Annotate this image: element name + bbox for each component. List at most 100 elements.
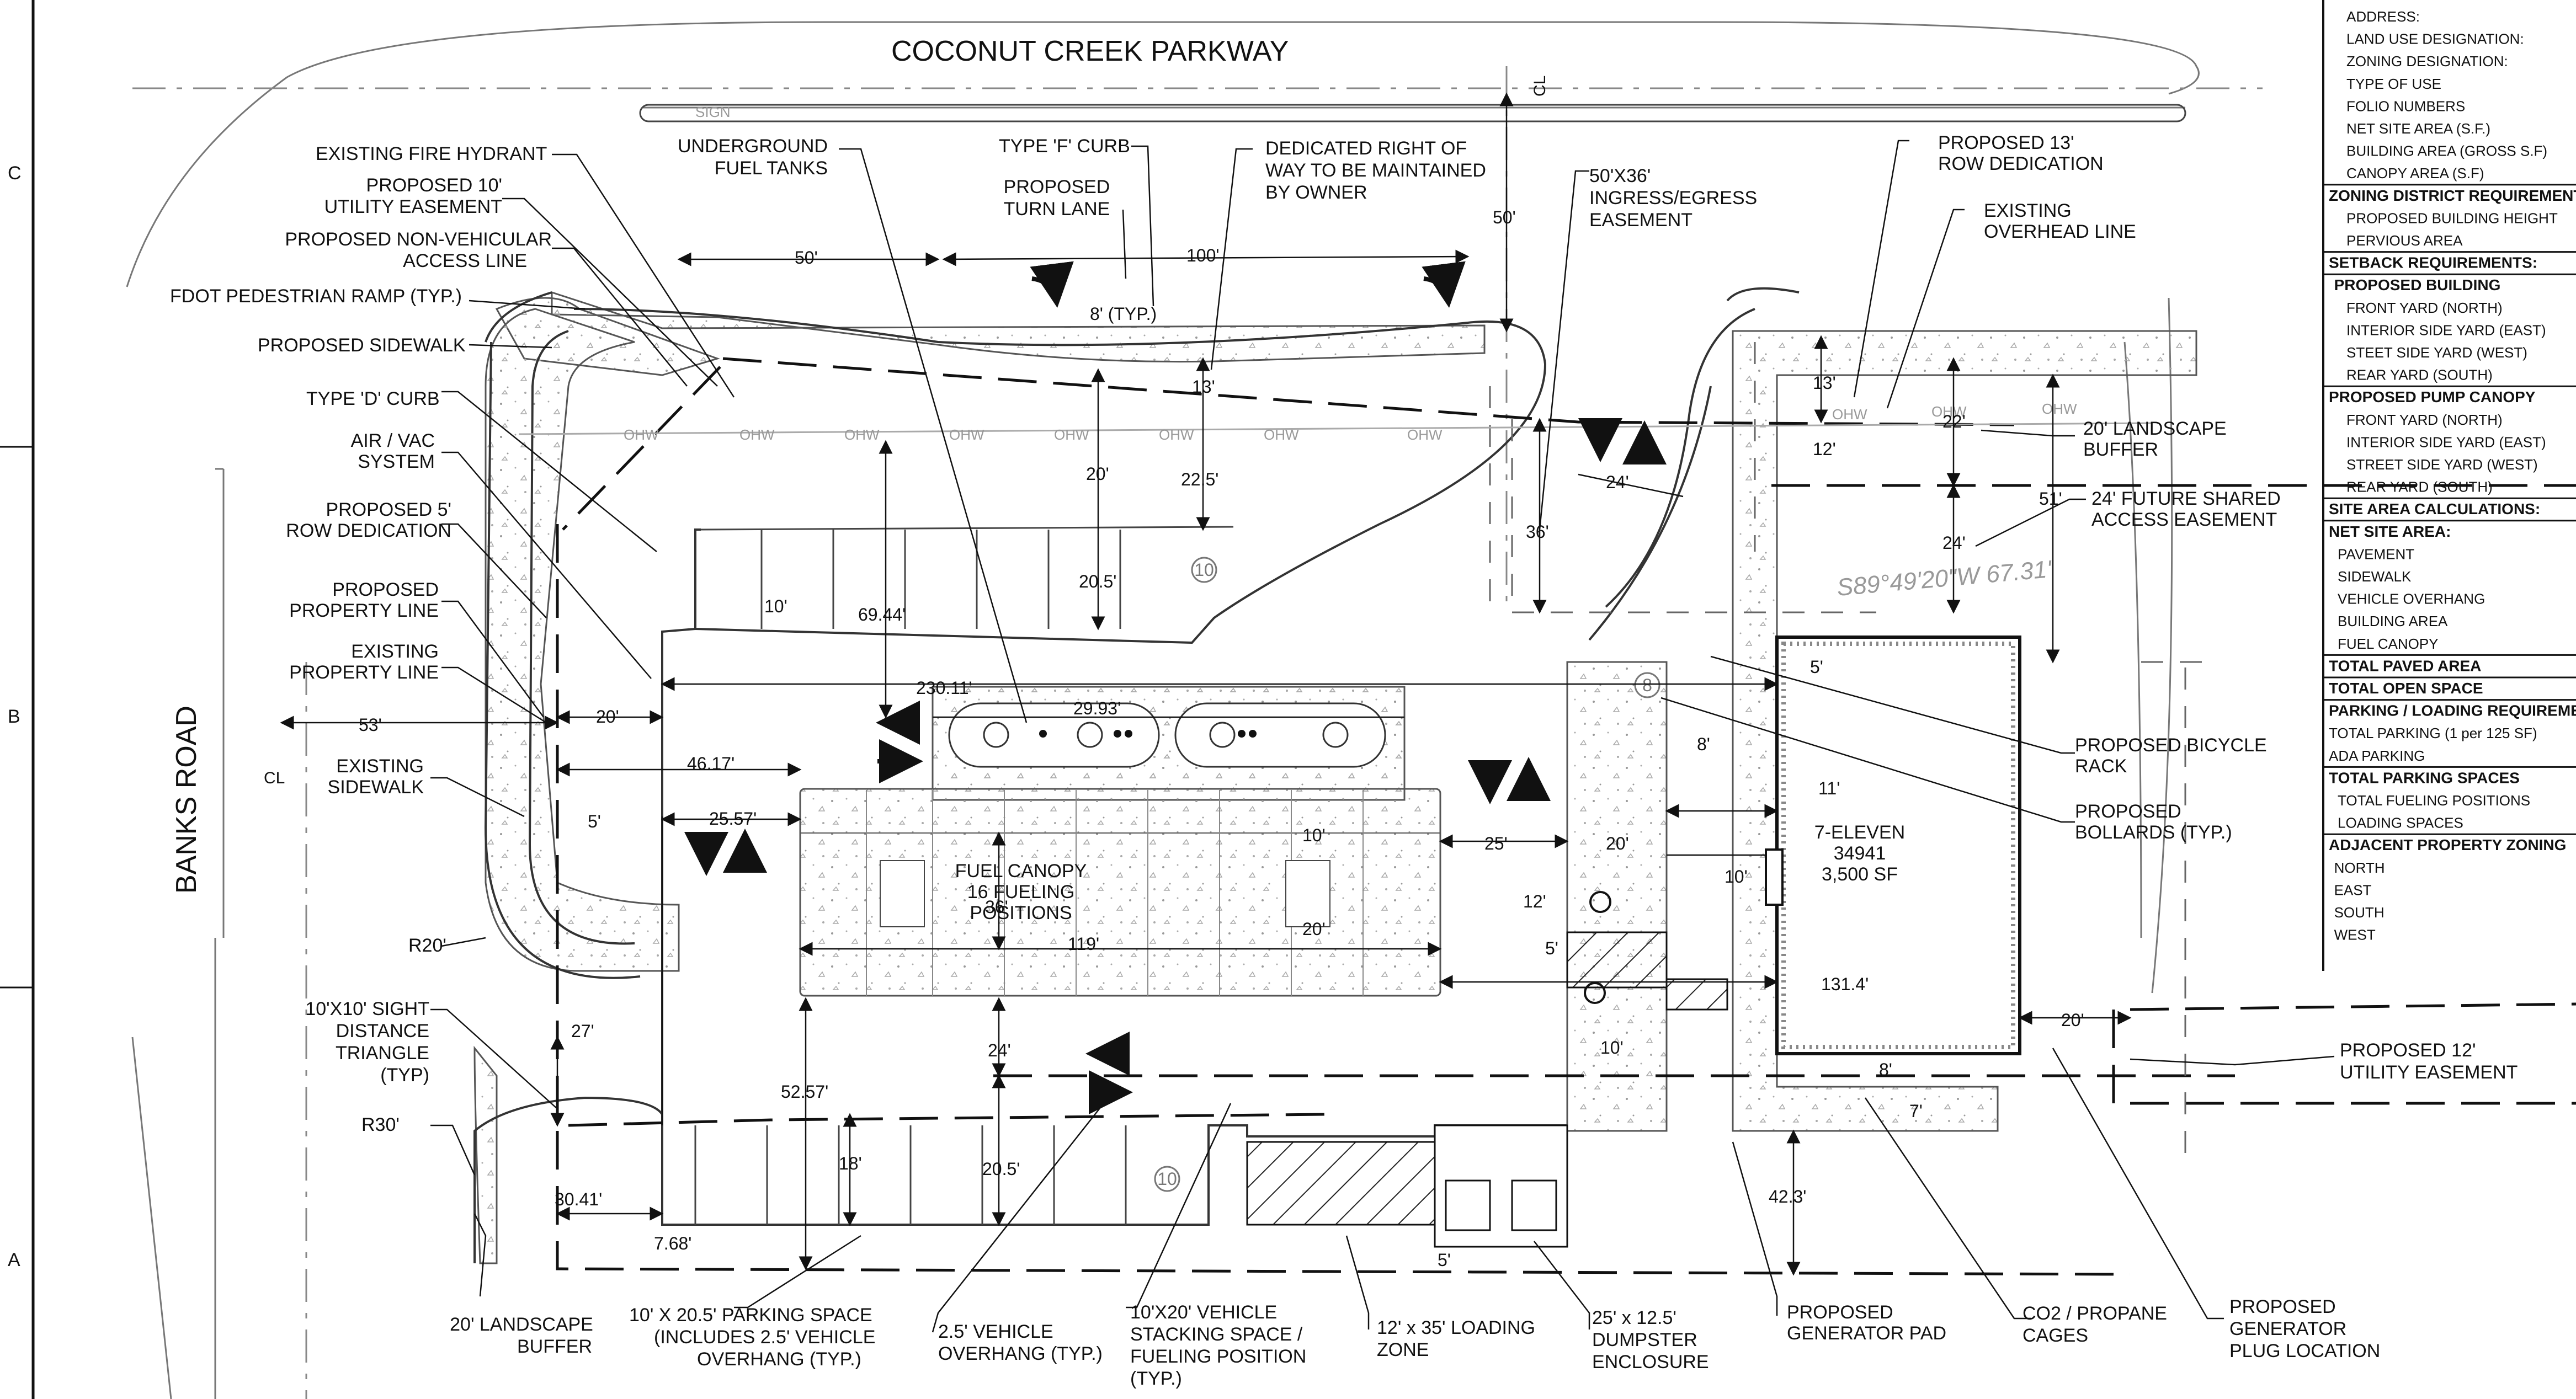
callout-turn-1: PROPOSED — [1004, 177, 1110, 197]
callout-nonveh-2: ACCESS LINE — [403, 250, 527, 271]
callout-pspace-2: (INCLUDES 2.5' VEHICLE — [654, 1327, 875, 1348]
traffic-arrows — [684, 261, 1667, 1114]
callout-land20-1: 20' LANDSCAPE — [2083, 418, 2227, 439]
callout-landbot-2: BUFFER — [517, 1336, 592, 1357]
sign-label: SIGN — [695, 104, 731, 120]
table-row: NET SITE AREA (S.F.) — [2346, 120, 2490, 137]
canopy-label-1: FUEL CANOPY — [955, 861, 1087, 882]
dim-7: 7' — [1909, 1101, 1923, 1121]
callout-ingress-2: INGRESS/EGRESS — [1589, 188, 1757, 209]
callout-ugtanks-1: UNDERGROUND — [678, 136, 828, 157]
dim-5b: 5' — [1545, 938, 1558, 958]
table-row: ZONING DESIGNATION: — [2346, 53, 2508, 70]
callout-dedrow-3: BY OWNER — [1265, 182, 1367, 203]
callout-landbot-1: 20' LANDSCAPE — [450, 1314, 593, 1335]
callout-land20-2: BUFFER — [2083, 439, 2158, 460]
callout-util12-1: PROPOSED 12' — [2340, 1040, 2476, 1061]
table-row: ZONING DISTRICT REQUIREMENTS — [2329, 187, 2576, 204]
table-row: NORTH — [2334, 859, 2385, 876]
callout-propline-2: PROPERTY LINE — [289, 600, 439, 621]
dim-24b: 24' — [1942, 533, 1966, 553]
dim-25: 25.57' — [709, 809, 757, 829]
table-row: TOTAL PAVED AREA — [2329, 657, 2481, 674]
canopy-label-2: 16 FUELING — [967, 882, 1075, 903]
grid-b: B — [8, 706, 20, 727]
callout-airvac-1: AIR / VAC — [351, 430, 435, 451]
table-row: TOTAL PARKING SPACES — [2329, 769, 2520, 786]
table-row: WEST — [2334, 927, 2376, 943]
table-row: PROPOSED BUILDING — [2334, 276, 2501, 293]
ohw-9: OHW — [1832, 406, 1867, 423]
callout-r20: R20' — [408, 935, 446, 956]
underground-tanks — [932, 686, 1406, 801]
callout-overhang-1: 2.5' VEHICLE — [938, 1321, 1053, 1342]
callout-dedrow-2: WAY TO BE MAINTAINED — [1265, 160, 1486, 181]
ohw-7: OHW — [1264, 426, 1299, 443]
callout-row5-2: ROW DEDICATION — [286, 520, 451, 541]
dim-18: 18' — [839, 1154, 862, 1173]
callout-propline-1: PROPOSED — [332, 579, 439, 600]
callout-existsw-1: EXISTING — [336, 756, 424, 777]
store-label-2: 34941 — [1834, 843, 1886, 864]
table-row: CANOPY AREA (S.F) — [2346, 165, 2484, 181]
dim-8typ: 8' (TYP.) — [1090, 304, 1157, 324]
dim-52: 52.57' — [781, 1082, 828, 1102]
callout-pspace-1: 10' X 20.5' PARKING SPACE — [629, 1305, 872, 1326]
callout-dumpster-3: ENCLOSURE — [1592, 1352, 1709, 1373]
dim-119: 119' — [1068, 934, 1099, 954]
callout-ugtanks-2: FUEL TANKS — [715, 158, 828, 179]
dimension-labels: 50' 100' 8' (TYP.) 13' 50' 20' 22.5' 20.… — [359, 207, 2084, 1270]
table-row: ADA PARKING — [2329, 747, 2425, 764]
callout-row5-1: PROPOSED 5' — [326, 499, 451, 520]
fuel-canopy: FUEL CANOPY 16 FUELING POSITIONS — [799, 788, 1441, 997]
centerline-north: CL — [1531, 76, 1549, 97]
callout-ingress-3: EASEMENT — [1589, 210, 1693, 231]
callout-sight-3: TRIANGLE — [336, 1043, 429, 1064]
dim-7-68: 7.68' — [654, 1234, 691, 1253]
dim-8b: 8' — [1697, 734, 1710, 754]
ohw-4: OHW — [949, 426, 984, 443]
sheet-border: C B A — [0, 0, 35, 1399]
callout-sight-2: DISTANCE — [336, 1021, 429, 1042]
callout-loading-2: ZONE — [1377, 1339, 1429, 1360]
store-building: 7-ELEVEN 34941 3,500 SF — [1765, 636, 2021, 1055]
dim-20b: 20' — [596, 707, 619, 727]
callout-r30: R30' — [361, 1114, 400, 1135]
table-row: PROPOSED PUMP CANOPY — [2329, 388, 2536, 405]
callout-genpad-2: GENERATOR PAD — [1787, 1323, 1946, 1344]
callouts: EXISTING FIRE HYDRANT PROPOSED 10' UTILI… — [170, 132, 2518, 1389]
table-row: FRONT YARD (NORTH) — [2346, 300, 2503, 316]
ohw-1: OHW — [624, 426, 659, 443]
parking-count-north: 10 — [1194, 560, 1214, 580]
table-row: FRONT YARD (NORTH) — [2346, 412, 2503, 428]
ohw-8: OHW — [1407, 426, 1443, 443]
table-row: TYPE OF USE — [2346, 76, 2441, 92]
grid-a: A — [8, 1250, 20, 1270]
ohw-11: OHW — [2042, 401, 2077, 417]
table-row: SITE AREA CALCULATIONS: — [2329, 500, 2540, 517]
dim-12a: 12' — [1523, 891, 1546, 911]
dim-13a: 13' — [1192, 377, 1215, 397]
callout-row13-2: ROW DEDICATION — [1938, 153, 2104, 174]
dim-22: 22' — [1942, 412, 1966, 431]
dim-8c: 8' — [1879, 1060, 1892, 1080]
dim-20-5a: 20.5' — [1079, 572, 1116, 591]
ohw-5: OHW — [1054, 426, 1089, 443]
ohw-3: OHW — [844, 426, 880, 443]
callout-sight-4: (TYP) — [380, 1065, 429, 1086]
table-row: FOLIO NUMBERS — [2346, 98, 2465, 114]
parking-count-south: 10 — [1157, 1169, 1177, 1189]
dim-230: 230.11' — [916, 678, 972, 698]
dim-10b: 10' — [1302, 825, 1326, 845]
hatched-areas — [1246, 931, 1728, 1248]
canopy-label-3: POSITIONS — [970, 903, 1072, 923]
table-row: PROPOSED BUILDING HEIGHT — [2346, 210, 2558, 226]
callout-util-10-1: PROPOSED 10' — [366, 175, 502, 196]
table-row: TOTAL OPEN SPACE — [2329, 680, 2483, 697]
callout-genplug-2: GENERATOR — [2229, 1318, 2346, 1339]
callout-turn-2: TURN LANE — [1004, 199, 1110, 220]
table-row: LOADING SPACES — [2338, 815, 2463, 831]
table-row: VEHICLE OVERHANG — [2338, 591, 2485, 607]
callout-bike-2: RACK — [2075, 756, 2127, 777]
